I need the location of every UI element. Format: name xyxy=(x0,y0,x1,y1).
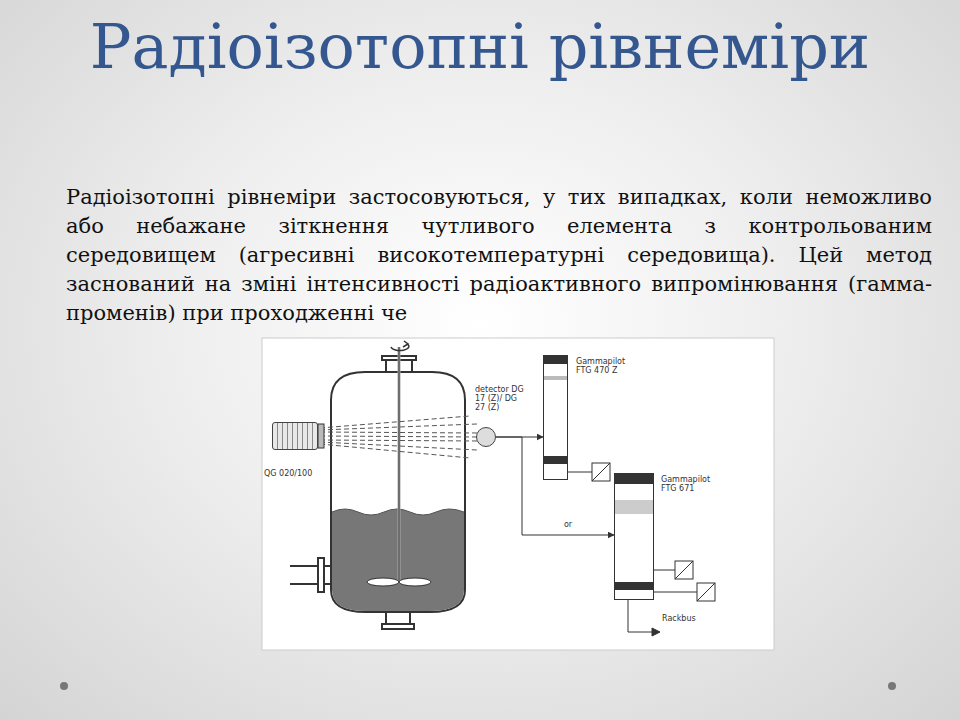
drawing-stroke xyxy=(318,424,324,448)
drawing-stroke xyxy=(654,592,697,593)
agitator-shaft xyxy=(398,347,401,582)
bus-label: Rackbus xyxy=(662,614,696,623)
tank xyxy=(290,341,465,629)
drawing-stroke xyxy=(320,444,470,458)
drawing-stroke xyxy=(320,416,470,428)
unit-label: QG 020/100 xyxy=(264,469,312,478)
impeller-blade xyxy=(399,578,431,586)
drawing-stroke xyxy=(320,436,477,437)
agitator-shaft xyxy=(399,347,400,582)
drawing-stroke xyxy=(652,628,660,636)
side-pipe xyxy=(324,583,331,585)
edge-label: or xyxy=(563,520,573,529)
bullet-dot xyxy=(60,682,68,690)
drawing-stroke xyxy=(320,432,477,433)
bottom-flange xyxy=(382,624,414,629)
side-pipe xyxy=(290,565,318,567)
unit-label: detector DG 17 (Z)/ DG 27 (Z) xyxy=(475,385,525,412)
rotation-arrow-head xyxy=(403,341,408,347)
impeller-blade xyxy=(367,578,399,586)
drawing-stroke xyxy=(654,570,675,571)
side-flange xyxy=(318,558,324,592)
drawing-stroke xyxy=(568,472,592,473)
drawing-stroke xyxy=(592,463,610,481)
drawing-stroke xyxy=(697,583,715,601)
body-text: Радіоізотопні рівнеміри застосовуються, … xyxy=(66,183,932,328)
side-pipe xyxy=(290,583,318,585)
radiation-source: QG 020/100 xyxy=(272,422,318,450)
output-wiring xyxy=(568,463,715,636)
drawing-stroke xyxy=(675,561,693,579)
drawing-stroke xyxy=(675,561,693,579)
bullet-dot xyxy=(888,682,896,690)
source-mount xyxy=(318,424,324,448)
side-pipe xyxy=(324,565,331,567)
unit-label: Gammapilot FTG 671 xyxy=(661,475,716,493)
unit-label: Gammapilot FTG 470 Z xyxy=(576,357,631,375)
image-frame xyxy=(262,338,774,650)
drawing-stroke xyxy=(697,583,715,601)
detector: detector DG 17 (Z)/ DG 27 (Z) xyxy=(476,427,496,447)
drawing-stroke xyxy=(628,600,656,632)
slide-title: Радіоізотопні рівнеміри xyxy=(80,8,880,85)
gamma-beam xyxy=(320,416,477,458)
transmitter-unit: Gammapilot FTG 470 Z xyxy=(543,355,568,480)
drawing-stroke xyxy=(320,440,477,441)
controller-unit: Gammapilot FTG 671 xyxy=(614,473,654,600)
drawing-stroke xyxy=(320,424,477,430)
drawing-stroke xyxy=(320,442,477,450)
drawing-stroke xyxy=(592,463,610,481)
